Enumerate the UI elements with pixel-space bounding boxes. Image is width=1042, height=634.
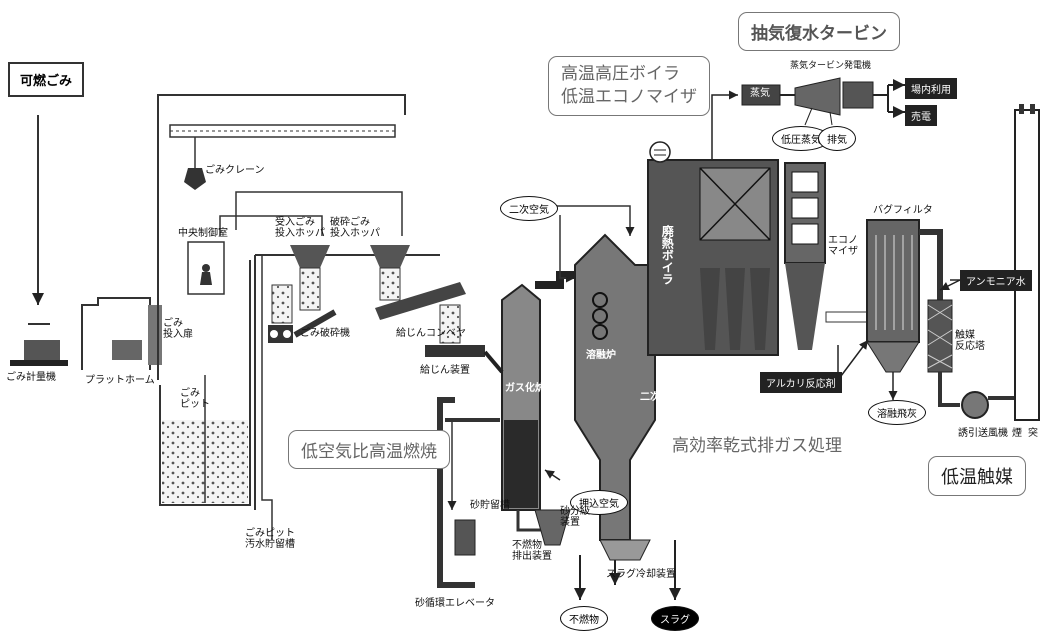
turbine-body bbox=[795, 78, 840, 115]
refuse-door bbox=[148, 305, 162, 365]
hopper-crushed-label: 破砕ごみ 投入ホッパ bbox=[330, 217, 380, 239]
gasifier-label: ガス化炉 bbox=[505, 383, 545, 394]
turbine-callout: 抽気復水タービン bbox=[738, 12, 900, 51]
stack-label-2: 突 bbox=[1028, 428, 1038, 439]
secondary-air-oval: 二次空気 bbox=[500, 196, 558, 221]
hopper-received bbox=[290, 245, 330, 268]
sand-elevator bbox=[440, 400, 475, 585]
alkali-reagent-tag: アルカリ反応剤 bbox=[760, 372, 842, 393]
molten-fly-ash-oval: 溶融飛灰 bbox=[868, 400, 926, 425]
slag-cooler-label: スラグ冷却装置 bbox=[606, 569, 676, 580]
secondary-chamber-label: 二次燃焼室 bbox=[640, 392, 690, 403]
control-room-label: 中央制御室 bbox=[178, 228, 228, 239]
steam-header-label: 蒸気 bbox=[750, 88, 770, 99]
platform-label: プラットホーム bbox=[85, 375, 155, 386]
boiler-callout-line1: 高温高圧ボイラ bbox=[561, 63, 697, 86]
gas-duct bbox=[535, 275, 575, 285]
boiler-callout-line2: 低温エコノマイザ bbox=[561, 86, 697, 109]
feeder-screw bbox=[425, 345, 485, 357]
pit-label: ごみ ピット bbox=[180, 388, 210, 410]
wastewater-tank-label: ごみピット 汚水貯留槽 bbox=[245, 528, 295, 550]
input-callout: 可燃ごみ bbox=[8, 62, 84, 97]
bag-filter-body bbox=[867, 220, 919, 342]
gasifier-bed bbox=[504, 420, 538, 508]
slag-cooler-vessel bbox=[600, 540, 650, 560]
crane-rail bbox=[170, 125, 395, 137]
gas-treatment-callout: 高効率乾式排ガス処理 bbox=[660, 425, 854, 462]
sand-tank-label: 砂貯留槽 bbox=[470, 500, 510, 511]
catalytic-tower-label: 触媒 反応塔 bbox=[955, 330, 985, 352]
crane-grab bbox=[184, 168, 206, 190]
noncombustible-discharge-label: 不燃物 排出装置 bbox=[512, 540, 552, 562]
boiler-callout: 高温高圧ボイラ 低温エコノマイザ bbox=[548, 56, 710, 116]
waste-boiler-label: 廃熱ボイラ bbox=[660, 225, 673, 285]
noncombustibles-oval: 不燃物 bbox=[560, 606, 608, 631]
hopper-crushed bbox=[370, 245, 410, 268]
platform-truck bbox=[112, 340, 142, 360]
melting-furnace-label: 溶融炉 bbox=[586, 350, 616, 361]
bag-filter-label: バグフィルタ bbox=[873, 205, 933, 216]
steam-drum bbox=[650, 142, 670, 162]
sand-elevator-label: 砂循環エレベータ bbox=[415, 598, 495, 609]
induced-fan-label: 誘引送風機 bbox=[958, 428, 1008, 439]
sand-classifier-label: 砂分級 装置 bbox=[560, 506, 590, 528]
exhaust-oval: 排気 bbox=[818, 126, 856, 151]
hopper-received-label: 受入ごみ 投入ホッパ bbox=[275, 217, 325, 239]
induced-fan-body bbox=[962, 392, 988, 418]
power-sale-tag: 売電 bbox=[905, 105, 937, 126]
combustion-callout: 低空気比高温燃焼 bbox=[288, 430, 450, 469]
ammonia-tag: アンモニア水 bbox=[960, 270, 1032, 291]
feeder-label: 給じん装置 bbox=[420, 365, 470, 376]
door-label: ごみ 投入扉 bbox=[163, 318, 193, 340]
sand-tank bbox=[455, 520, 475, 555]
in-plant-use-tag: 場内利用 bbox=[905, 78, 957, 99]
conveyor-label: 給じんコンベヤ bbox=[396, 328, 466, 339]
generator-body bbox=[843, 82, 873, 108]
slag-oval: スラグ bbox=[651, 606, 699, 631]
stack-label-1: 煙 bbox=[1012, 428, 1022, 439]
crane-label: ごみクレーン bbox=[205, 165, 265, 176]
crusher-label: ごみ破砕機 bbox=[300, 328, 350, 339]
turbine-generator-label: 蒸気タービン発電機 bbox=[790, 62, 871, 72]
stack bbox=[1015, 110, 1039, 420]
weighbridge-truck bbox=[24, 340, 60, 360]
weighbridge-label: ごみ計量機 bbox=[6, 372, 56, 383]
catalyst-callout: 低温触媒 bbox=[928, 456, 1026, 496]
economizer-label: エコノ マイザ bbox=[828, 235, 858, 257]
